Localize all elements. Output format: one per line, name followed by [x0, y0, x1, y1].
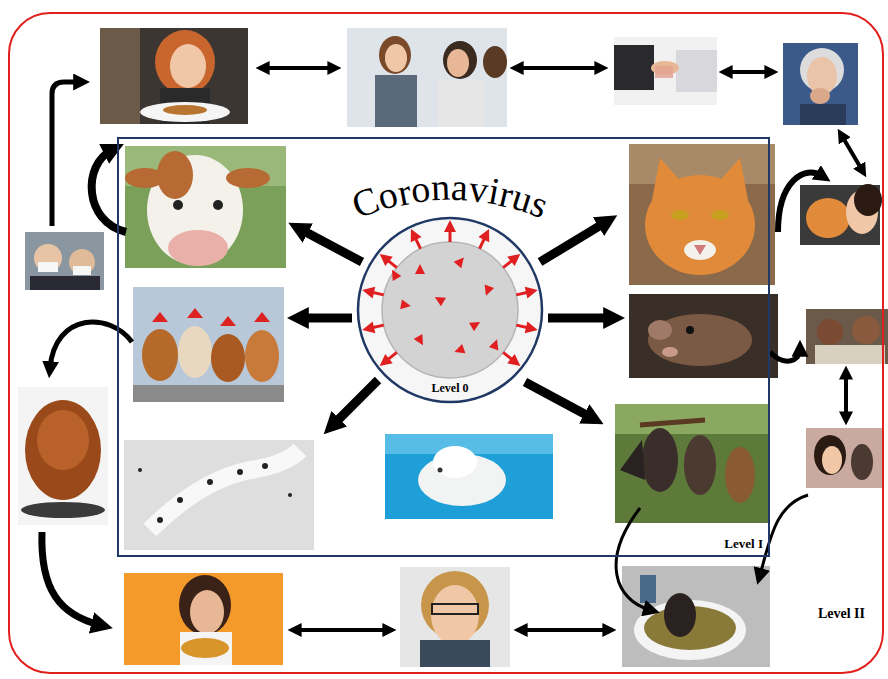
photo-masked	[25, 232, 104, 290]
photo-handshake	[614, 37, 717, 105]
transmission-arrows	[42, 82, 822, 625]
photo-cat-kiss	[800, 184, 882, 245]
photo-bat-soup	[622, 566, 770, 667]
photo-rat	[629, 294, 778, 378]
level-label: Level II	[818, 606, 865, 622]
level-label: Level I	[724, 537, 763, 552]
photo-mosquito	[124, 440, 314, 550]
photo-bats	[615, 404, 768, 523]
virus-outline	[356, 216, 544, 404]
virus-circle: CoronavirusLevel 0	[356, 216, 544, 404]
exchange-arrows	[264, 68, 862, 630]
photo-beluga	[385, 434, 553, 519]
photo-roast	[18, 387, 108, 525]
photo-cat	[629, 144, 775, 285]
photo-woman-bat	[806, 428, 882, 488]
level-region: CoronavirusLevel 0Level I	[117, 137, 770, 557]
level-label: Level 0	[432, 382, 469, 396]
level-region: CoronavirusLevel 0Level ILevel II	[8, 12, 884, 674]
spread-arrows	[300, 222, 612, 425]
photo-cow	[125, 146, 286, 268]
photo-chickens	[133, 287, 284, 402]
photo-talking	[347, 28, 507, 127]
photo-tired	[400, 567, 510, 667]
photo-nuggets	[124, 573, 283, 665]
photo-eating	[100, 28, 248, 124]
photo-elderly	[806, 309, 888, 364]
photo-coughing	[783, 43, 858, 125]
title-arc: Coronavirus	[326, 171, 574, 251]
